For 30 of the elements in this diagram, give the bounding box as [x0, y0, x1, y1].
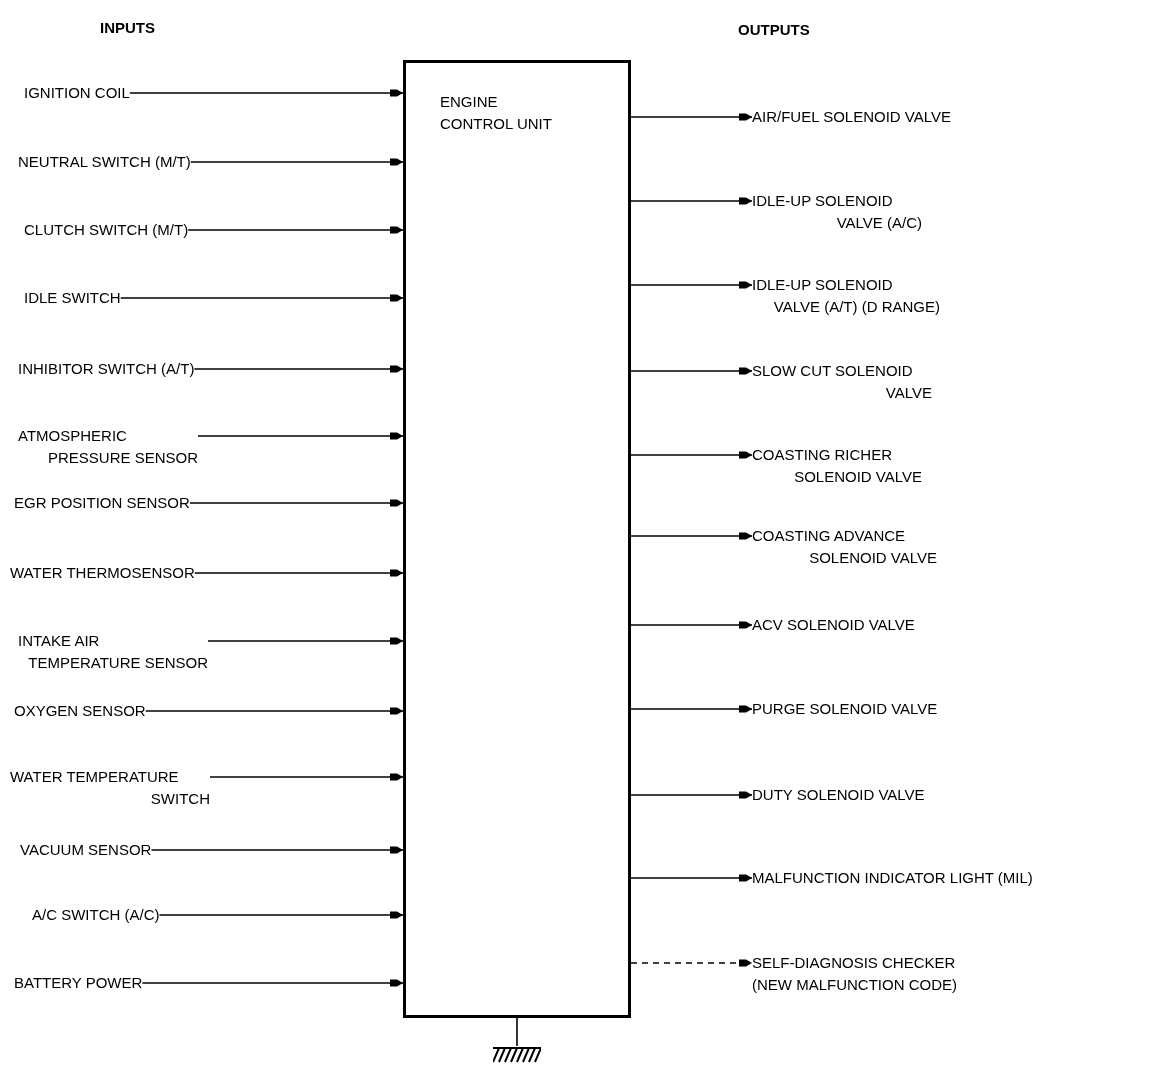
- signal-label: VACUUM SENSOR: [20, 839, 152, 861]
- signal-label: IDLE-UP SOLENOID VALVE (A/T) (D RANGE): [752, 274, 940, 318]
- section-heading: INPUTS: [100, 18, 155, 38]
- signal-label: DUTY SOLENOID VALVE: [752, 784, 925, 806]
- signal-label: IGNITION COIL: [24, 82, 130, 104]
- signal-label: PURGE SOLENOID VALVE: [752, 698, 938, 720]
- signal-label: INHIBITOR SWITCH (A/T): [18, 358, 195, 380]
- signal-label: EGR POSITION SENSOR: [14, 492, 190, 514]
- signal-label: IDLE-UP SOLENOID VALVE (A/C): [752, 190, 922, 234]
- control-unit-box: [403, 60, 631, 1018]
- signal-label: SELF-DIAGNOSIS CHECKER (NEW MALFUNCTION CODE): [752, 952, 967, 996]
- unit-title: ENGINE CONTROL UNIT: [440, 92, 553, 134]
- signal-label: IDLE SWITCH: [24, 287, 121, 309]
- signal-label: MALFUNCTION INDICATOR LIGHT (MIL): [752, 867, 1033, 889]
- signal-label: OXYGEN SENSOR: [14, 700, 146, 722]
- signal-label: COASTING RICHER SOLENOID VALVE: [752, 444, 922, 488]
- signal-label: ATMOSPHERIC PRESSURE SENSOR: [18, 425, 198, 469]
- signal-label: ACV SOLENOID VALVE: [752, 614, 915, 636]
- signal-label: SLOW CUT SOLENOID VALVE: [752, 360, 932, 404]
- signal-label: WATER TEMPERATURE SWITCH: [10, 766, 210, 810]
- signal-label: BATTERY POWER: [14, 972, 143, 994]
- signal-label: CLUTCH SWITCH (M/T): [24, 219, 189, 241]
- signal-label: AIR/FUEL SOLENOID VALVE: [752, 106, 951, 128]
- section-heading: OUTPUTS: [738, 20, 810, 40]
- signal-label: COASTING ADVANCE SOLENOID VALVE: [752, 525, 937, 569]
- signal-label: WATER THERMOSENSOR: [10, 562, 195, 584]
- connector-line: [516, 1017, 518, 1047]
- signal-label: NEUTRAL SWITCH (M/T): [18, 151, 191, 173]
- signal-label: INTAKE AIR TEMPERATURE SENSOR: [18, 630, 208, 674]
- signal-label: A/C SWITCH (A/C): [32, 904, 160, 926]
